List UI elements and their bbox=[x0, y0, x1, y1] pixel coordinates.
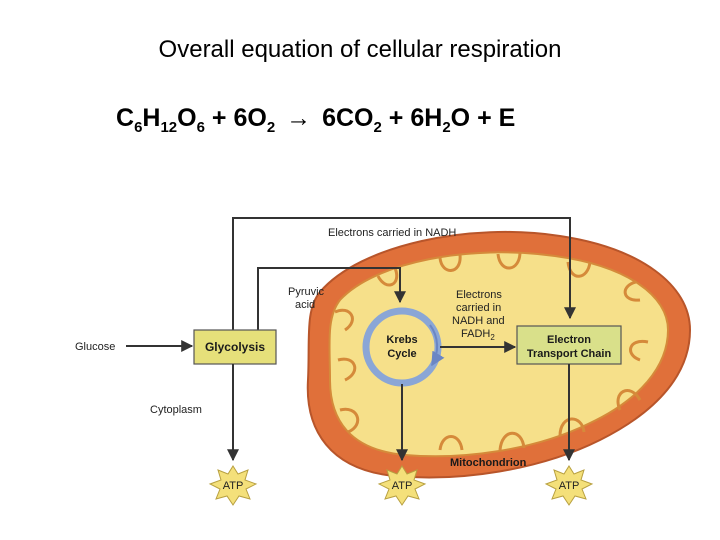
atp-burst-3: ATP bbox=[544, 465, 594, 506]
electrons2-line4: FADH2 bbox=[461, 328, 495, 342]
atp-star-icon bbox=[377, 465, 427, 506]
electrons-nadh-label: Electrons carried in NADH bbox=[328, 227, 456, 239]
nadh-electron-arrow bbox=[232, 217, 576, 330]
glycolysis-box bbox=[193, 329, 277, 365]
glucose-label: Glucose bbox=[75, 341, 115, 353]
electrons2-line1: Electrons bbox=[456, 289, 502, 301]
atp-star-icon bbox=[544, 465, 594, 506]
respiration-equation: C6H12O6 + 6O2 → 6CO2 + 6H2O + E bbox=[116, 104, 515, 136]
pyruvic-acid-label-line1: Pyruvic bbox=[288, 286, 325, 298]
plus-sign: + bbox=[388, 104, 404, 132]
electrons2-line3: NADH and bbox=[452, 315, 505, 327]
etc-label-line1: Electron bbox=[547, 334, 591, 346]
energy-term: E bbox=[498, 104, 516, 132]
plus-sign: + bbox=[211, 104, 227, 132]
atp-label: ATP bbox=[559, 480, 580, 492]
atp-label: ATP bbox=[223, 480, 244, 492]
co2-term: 6CO2 bbox=[322, 104, 382, 136]
oxygen-term: 6O2 bbox=[233, 104, 276, 136]
krebs-label-line1: Krebs bbox=[386, 334, 417, 346]
mitochondrion-label: Mitochondrion bbox=[450, 457, 527, 469]
krebs-cycle-arrow-icon bbox=[429, 324, 445, 367]
plus-sign: + bbox=[477, 104, 492, 132]
electron-transport-chain-box bbox=[516, 325, 622, 365]
slide-title: Overall equation of cellular respiration bbox=[158, 36, 562, 63]
atp-label: ATP bbox=[392, 480, 413, 492]
electrons2-line2: carried in bbox=[456, 302, 501, 314]
cristae-folds bbox=[334, 251, 649, 451]
krebs-label-line2: Cycle bbox=[387, 348, 416, 360]
atp-burst-1: ATP bbox=[208, 465, 258, 506]
glycolysis-label: Glycolysis bbox=[205, 340, 265, 354]
atp-star-icon bbox=[208, 465, 258, 506]
atp-burst-2: ATP bbox=[377, 465, 427, 506]
cytoplasm-label: Cytoplasm bbox=[150, 404, 202, 416]
water-term: 6H2O bbox=[410, 104, 471, 136]
pyruvic-acid-label-line2: acid bbox=[295, 299, 315, 311]
glucose-formula: C6H12O6 bbox=[116, 104, 205, 136]
pyruvic-acid-arrow bbox=[257, 267, 406, 330]
arrow-right-icon: → bbox=[286, 104, 312, 132]
etc-label-line2: Transport Chain bbox=[527, 348, 612, 360]
